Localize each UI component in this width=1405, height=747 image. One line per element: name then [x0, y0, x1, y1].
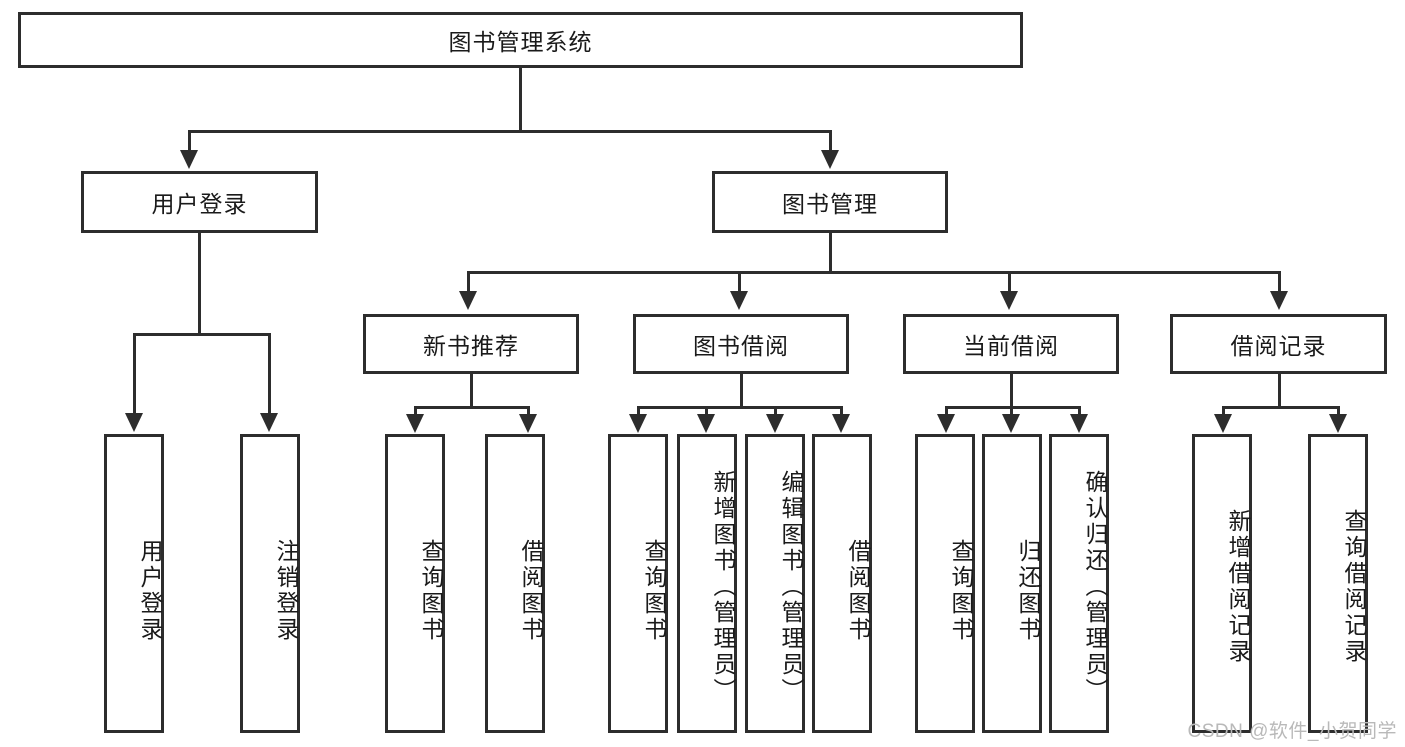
connector-cb-drop-1 — [945, 406, 948, 416]
connector-borrow-record-bus — [1222, 406, 1340, 409]
connector-cb-drop-2 — [1010, 406, 1013, 416]
connector-nbr-drop-1 — [414, 406, 417, 416]
node-current-borrow-label: 当前借阅 — [963, 333, 1059, 359]
node-leaf-add-record-label: 新增借阅记录 — [1225, 508, 1251, 665]
node-borrow-record[interactable]: 借阅记录 — [1170, 314, 1387, 374]
connector-to-book-management — [829, 130, 832, 152]
node-leaf-edit-book-label: 编辑图书（管理员） — [778, 469, 804, 704]
connector-level3-bus — [467, 271, 1281, 274]
node-root-label: 图书管理系统 — [448, 29, 593, 55]
connector-book-borrow-stem — [740, 374, 743, 408]
arrowhead-leaf-borrow-book-2 — [832, 414, 850, 433]
arrowhead-current-borrow — [1000, 291, 1018, 310]
connector-current-borrow-stem — [1010, 374, 1013, 408]
connector-level3-drop-2 — [738, 271, 741, 293]
node-new-book-recommend-label: 新书推荐 — [423, 333, 519, 359]
node-leaf-user-login-label: 用户登录 — [137, 538, 163, 643]
node-leaf-borrow-book-1[interactable]: 借阅图书 — [485, 434, 545, 733]
node-leaf-return-book[interactable]: 归还图书 — [982, 434, 1042, 733]
arrowhead-leaf-add-book — [697, 414, 715, 433]
connector-bb-drop-4 — [840, 406, 843, 416]
connector-nbr-drop-2 — [527, 406, 530, 416]
connector-level2-bus — [188, 130, 832, 133]
node-leaf-borrow-book-2-label: 借阅图书 — [845, 538, 871, 643]
connector-user-login-drop-2 — [268, 333, 271, 415]
connector-user-login-drop-1 — [133, 333, 136, 415]
arrowhead-leaf-query-book-1 — [406, 414, 424, 433]
connector-br-drop-2 — [1337, 406, 1340, 416]
connector-borrow-record-stem — [1278, 374, 1281, 408]
node-leaf-query-book-1[interactable]: 查询图书 — [385, 434, 445, 733]
node-book-borrow-label: 图书借阅 — [693, 333, 789, 359]
node-leaf-add-record[interactable]: 新增借阅记录 — [1192, 434, 1252, 733]
node-leaf-borrow-book-1-label: 借阅图书 — [518, 538, 544, 643]
node-borrow-record-label: 借阅记录 — [1230, 333, 1327, 359]
node-leaf-borrow-book-2[interactable]: 借阅图书 — [812, 434, 872, 733]
connector-current-borrow-bus — [945, 406, 1081, 409]
connector-level3-drop-4 — [1278, 271, 1281, 293]
node-leaf-add-book[interactable]: 新增图书（管理员） — [677, 434, 737, 733]
arrowhead-leaf-add-record — [1214, 414, 1232, 433]
connector-new-book-recommend-stem — [470, 374, 473, 408]
node-leaf-query-book-2[interactable]: 查询图书 — [608, 434, 668, 733]
node-leaf-query-record[interactable]: 查询借阅记录 — [1308, 434, 1368, 733]
arrowhead-leaf-borrow-book-1 — [519, 414, 537, 433]
connector-bb-drop-1 — [637, 406, 640, 416]
node-new-book-recommend[interactable]: 新书推荐 — [363, 314, 579, 374]
connector-user-login-bus — [133, 333, 271, 336]
arrowhead-new-book-recommend — [459, 291, 477, 310]
connector-root-stem — [519, 68, 522, 132]
arrowhead-leaf-logout-login — [260, 413, 278, 432]
arrowhead-borrow-record — [1270, 291, 1288, 310]
arrowhead-book-borrow — [730, 291, 748, 310]
arrowhead-leaf-return-book — [1002, 414, 1020, 433]
node-leaf-query-book-2-label: 查询图书 — [641, 538, 667, 643]
node-leaf-logout-login[interactable]: 注销登录 — [240, 434, 300, 733]
connector-level3-drop-1 — [467, 271, 470, 293]
connector-new-book-recommend-bus — [414, 406, 530, 409]
node-leaf-query-record-label: 查询借阅记录 — [1341, 508, 1367, 665]
node-leaf-logout-login-label: 注销登录 — [273, 538, 299, 643]
node-user-login[interactable]: 用户登录 — [81, 171, 318, 233]
arrowhead-leaf-query-book-2 — [629, 414, 647, 433]
node-leaf-user-login[interactable]: 用户登录 — [104, 434, 164, 733]
arrowhead-leaf-edit-book — [766, 414, 784, 433]
node-leaf-query-book-3[interactable]: 查询图书 — [915, 434, 975, 733]
connector-book-borrow-bus — [637, 406, 843, 409]
arrowhead-leaf-user-login — [125, 413, 143, 432]
node-leaf-edit-book[interactable]: 编辑图书（管理员） — [745, 434, 805, 733]
node-root[interactable]: 图书管理系统 — [18, 12, 1023, 68]
node-book-borrow[interactable]: 图书借阅 — [633, 314, 849, 374]
node-leaf-add-book-label: 新增图书（管理员） — [710, 469, 736, 704]
arrowhead-book-management — [821, 150, 839, 169]
arrowhead-leaf-query-book-3 — [937, 414, 955, 433]
node-book-management-label: 图书管理 — [782, 191, 878, 217]
connector-br-drop-1 — [1222, 406, 1225, 416]
arrowhead-user-login — [180, 150, 198, 169]
arrowhead-leaf-confirm-return — [1070, 414, 1088, 433]
connector-cb-drop-3 — [1078, 406, 1081, 416]
node-leaf-confirm-return[interactable]: 确认归还（管理员） — [1049, 434, 1109, 733]
node-leaf-confirm-return-label: 确认归还（管理员） — [1082, 469, 1108, 704]
node-book-management[interactable]: 图书管理 — [712, 171, 948, 233]
node-leaf-return-book-label: 归还图书 — [1015, 538, 1041, 643]
node-leaf-query-book-1-label: 查询图书 — [418, 538, 444, 643]
node-leaf-query-book-3-label: 查询图书 — [948, 538, 974, 643]
connector-bb-drop-2 — [705, 406, 708, 416]
connector-level3-drop-3 — [1008, 271, 1011, 293]
arrowhead-leaf-query-record — [1329, 414, 1347, 433]
node-user-login-label: 用户登录 — [151, 191, 248, 217]
connector-book-management-stem — [829, 233, 832, 273]
connector-to-user-login — [188, 130, 191, 152]
connector-user-login-stem — [198, 233, 201, 335]
connector-bb-drop-3 — [774, 406, 777, 416]
csdn-watermark: CSDN @软件_小贺同学 — [1187, 721, 1397, 742]
node-current-borrow[interactable]: 当前借阅 — [903, 314, 1119, 374]
